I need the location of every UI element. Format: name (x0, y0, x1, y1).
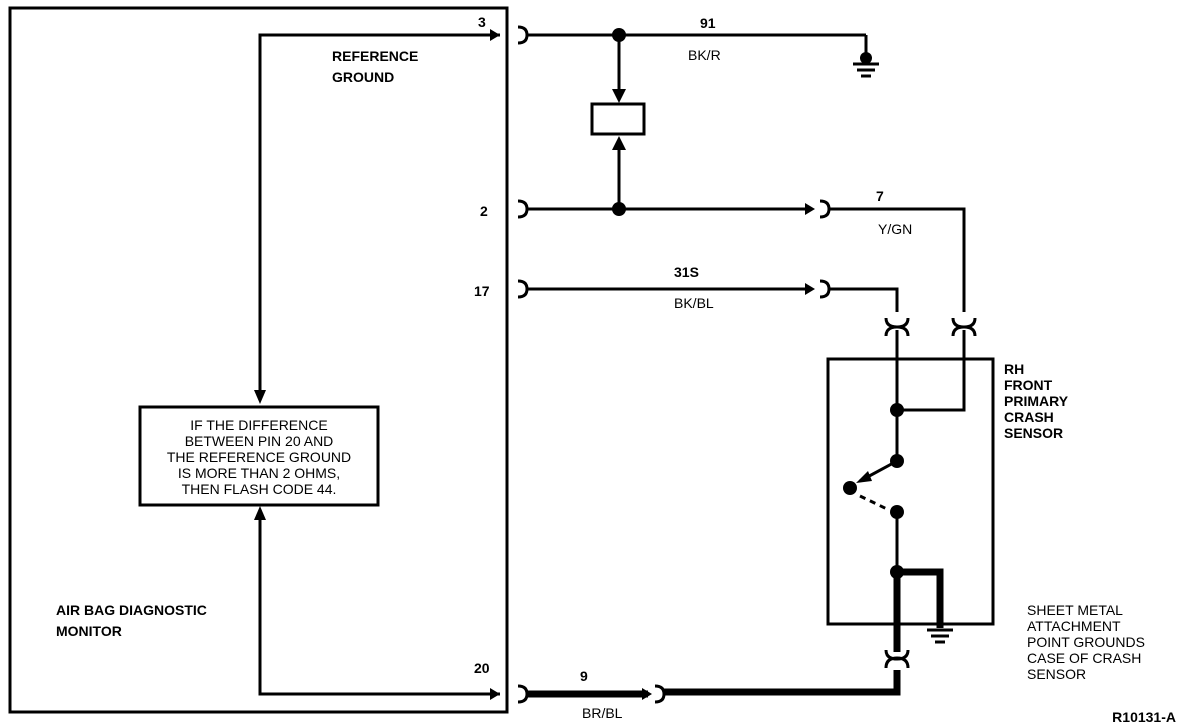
monitor-label-line2: MONITOR (56, 623, 122, 639)
pin-20-monitor-path (254, 506, 500, 700)
pin-3-label: 3 (478, 14, 486, 30)
grounds-note-line-4: CASE OF CRASH (1027, 650, 1141, 666)
note-box (138, 405, 380, 507)
circuit-31s-wire (517, 279, 910, 329)
sensor-label-line-2: FRONT (1004, 377, 1053, 393)
note-line-2: BETWEEN PIN 20 AND (185, 433, 334, 449)
sensor-label-line-3: PRIMARY (1004, 393, 1069, 409)
grounds-note-line-2: ATTACHMENT (1027, 618, 1121, 634)
note-line-3: THE REFERENCE GROUND (167, 449, 351, 465)
note-line-4: IS MORE THAN 2 OHMS, (178, 465, 340, 481)
grounds-note-line-5: SENSOR (1027, 666, 1086, 682)
sensor-ground-symbol-icon (927, 628, 953, 644)
circuit-9-color: BR/BL (582, 705, 623, 721)
note-line-5: THEN FLASH CODE 44. (182, 481, 337, 497)
sensor-connector-left (884, 325, 910, 360)
circuit-7-color: Y/GN (878, 221, 912, 237)
diagnostic-monitor-box (8, 6, 509, 714)
grounds-note-line-1: SHEET METAL (1027, 602, 1123, 618)
pin-2-label: 2 (480, 203, 488, 219)
circuit-7-number: 7 (876, 188, 884, 204)
crash-sensor-box (826, 357, 995, 626)
sensor-label-line-1: RH (1004, 361, 1024, 377)
circuit-7-wire (517, 199, 977, 329)
note-line-1: IF THE DIFFERENCE (190, 417, 327, 433)
reference-ground-path (254, 29, 500, 404)
circuit-31s-color: BK/BL (674, 295, 714, 311)
resistor-element (590, 35, 646, 209)
ground-symbol-icon (853, 62, 879, 78)
sensor-internal-circuit (843, 360, 966, 628)
sensor-label-line-4: CRASH (1004, 409, 1054, 425)
pin-20-label: 20 (474, 660, 490, 676)
circuit-91-wire (517, 25, 872, 64)
circuit-91-number: 91 (700, 15, 716, 31)
grounds-note-line-3: POINT GROUNDS (1027, 634, 1145, 650)
pin-17-label: 17 (474, 283, 490, 299)
sensor-label-line-5: SENSOR (1004, 425, 1063, 441)
circuit-31s-number: 31S (674, 264, 699, 280)
monitor-label: AIR BAG DIAGNOSTIC (56, 602, 207, 618)
reference-ground-label: REFERENCE (332, 48, 418, 64)
circuit-9-number: 9 (580, 668, 588, 684)
circuit-91-color: BK/R (688, 47, 721, 63)
sensor-connector-right (951, 325, 977, 360)
circuit-9-wire (517, 572, 910, 704)
reference-ground-label-line2: GROUND (332, 69, 394, 85)
figure-id: R10131-A (1112, 709, 1176, 725)
